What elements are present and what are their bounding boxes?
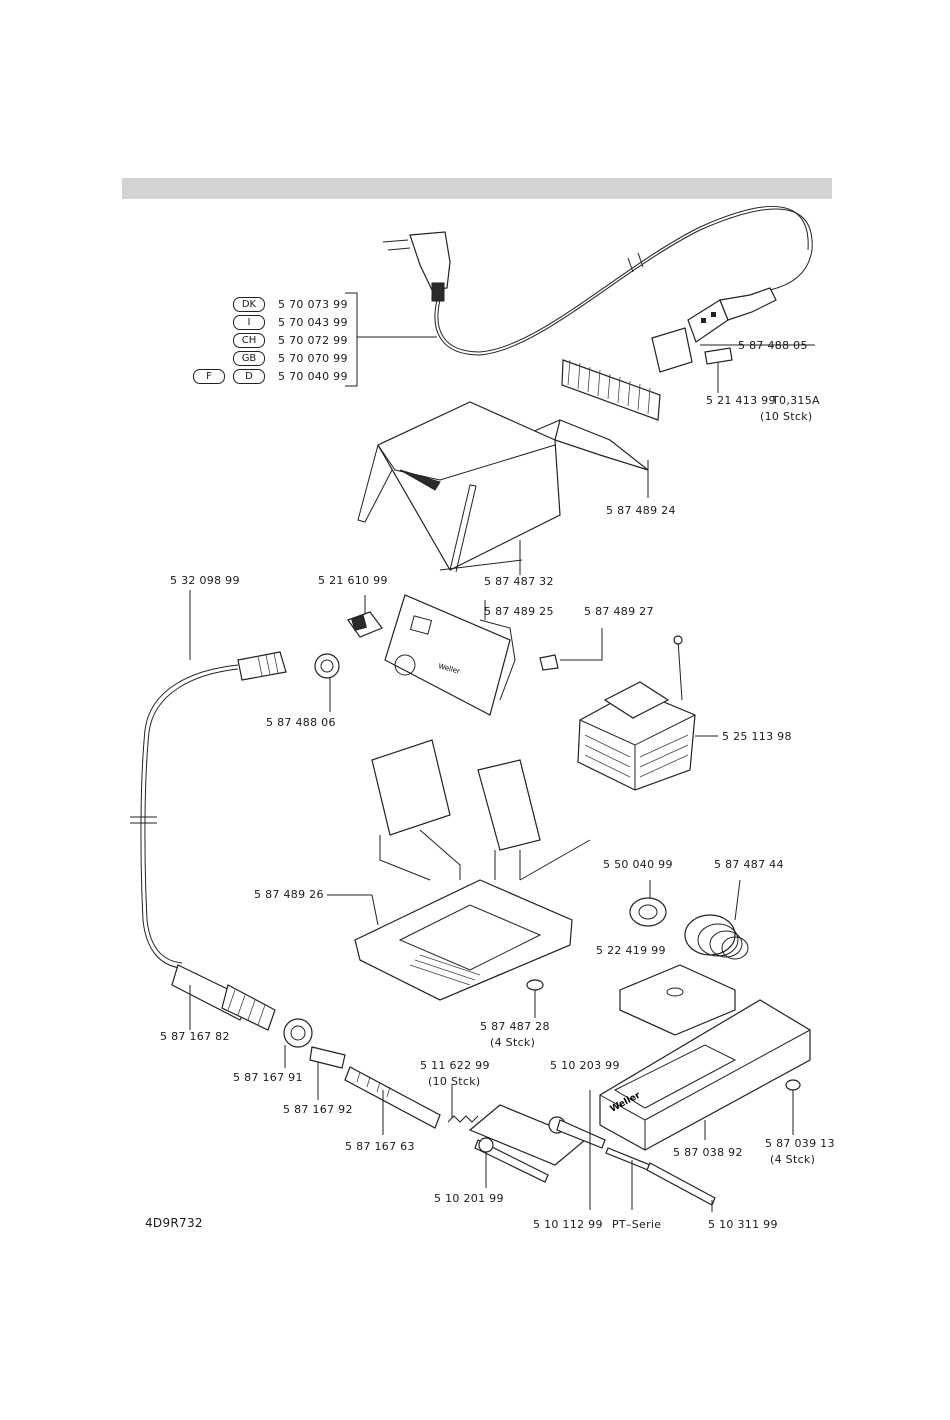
part-label: 5 10 203 99 — [550, 1059, 620, 1072]
part-label: 5 87 487 44 — [714, 858, 784, 871]
iron-plug — [237, 651, 287, 681]
led — [539, 654, 559, 671]
stand-tray: Weller — [599, 999, 811, 1151]
base-chassis — [327, 879, 573, 1001]
part-label: 5 32 098 99 — [170, 574, 240, 587]
insulation-sheet-left — [371, 739, 451, 836]
socket-module — [651, 327, 815, 393]
euro-plug — [382, 231, 451, 302]
country-badge-ch: CH — [233, 333, 265, 348]
iron-cable — [140, 664, 239, 969]
part-label: 5 87 038 92 — [673, 1146, 743, 1159]
tray-foot — [785, 1079, 801, 1091]
quantity-note: (10 Stck) — [760, 410, 813, 423]
cord-part-ch: 5 70 072 99 — [278, 334, 348, 347]
pt-tip — [605, 1147, 651, 1171]
quantity-note: (4 Stck) — [770, 1153, 816, 1166]
part-label: 5 25 113 98 — [722, 730, 792, 743]
cord-part-i: 5 70 043 99 — [278, 316, 348, 329]
part-label: 5 87 489 27 — [584, 605, 654, 618]
country-badge-f: F — [193, 369, 225, 384]
tip-sleeve — [548, 1090, 606, 1210]
country-badge-dk: DK — [233, 297, 265, 312]
part-label: 5 87 167 63 — [345, 1140, 415, 1153]
part-label: 5 10 201 99 — [434, 1192, 504, 1205]
part-label: 5 50 040 99 — [603, 858, 673, 871]
part-label: 5 87 488 05 — [738, 339, 808, 352]
small-spring — [447, 1115, 479, 1123]
power-cord — [434, 208, 813, 356]
handle-ring — [283, 1018, 313, 1048]
quantity-note: (4 Stck) — [490, 1036, 536, 1049]
insulator-plate — [468, 1104, 587, 1166]
part-label: 5 87 489 24 — [606, 504, 676, 517]
heating-element — [474, 1137, 549, 1188]
fuse-rating: T0,315A — [772, 394, 820, 407]
part-label: 5 10 112 99 — [533, 1218, 603, 1231]
header-band — [122, 178, 832, 199]
cord-part-fd: 5 70 040 99 — [278, 370, 348, 383]
part-label: 5 21 413 99 — [706, 394, 776, 407]
insulation-sheet-right — [477, 759, 541, 851]
screw — [673, 635, 683, 645]
part-label: 5 87 167 92 — [283, 1103, 353, 1116]
spring-sleeve — [309, 1046, 346, 1069]
socket-nut — [314, 653, 340, 679]
part-label: 5 10 311 99 — [708, 1218, 778, 1231]
part-label: 5 87 167 82 — [160, 1030, 230, 1043]
long-tip — [646, 1162, 716, 1206]
rubber-foot — [526, 979, 544, 991]
part-label: 5 87 488 06 — [266, 716, 336, 729]
cord-part-gb: 5 70 070 99 — [278, 352, 348, 365]
country-badge-d: D — [233, 369, 265, 384]
transformer — [577, 635, 718, 791]
part-label: 5 22 419 99 — [596, 944, 666, 957]
part-label: 5 87 039 13 — [765, 1137, 835, 1150]
part-label: 5 11 622 99 — [420, 1059, 490, 1072]
part-label: 5 87 489 25 — [484, 605, 554, 618]
part-label: 5 87 487 28 — [480, 1020, 550, 1033]
part-label: 5 87 489 26 — [254, 888, 324, 901]
document-code: 4D9R732 — [145, 1216, 203, 1230]
iec-connector — [687, 287, 777, 343]
cord-part-dk: 5 70 073 99 — [278, 298, 348, 311]
tip-cleaner — [629, 897, 667, 927]
heatsink — [524, 359, 661, 498]
cleaning-sponge — [619, 964, 736, 1036]
part-label: 5 21 610 99 — [318, 574, 388, 587]
part-label: 5 87 487 32 — [484, 575, 554, 588]
heating-sleeve — [344, 1066, 441, 1135]
pt-series-label: PT–Serie — [612, 1218, 662, 1231]
part-label: 5 87 167 91 — [233, 1071, 303, 1084]
quantity-note: (10 Stck) — [428, 1075, 481, 1088]
front-panel: Weller — [384, 594, 516, 716]
country-badge-gb: GB — [233, 351, 265, 366]
brass-wool-coil — [684, 879, 749, 960]
housing-cover — [357, 401, 561, 575]
country-badge-i: I — [233, 315, 265, 330]
iron-handle — [171, 964, 276, 1031]
